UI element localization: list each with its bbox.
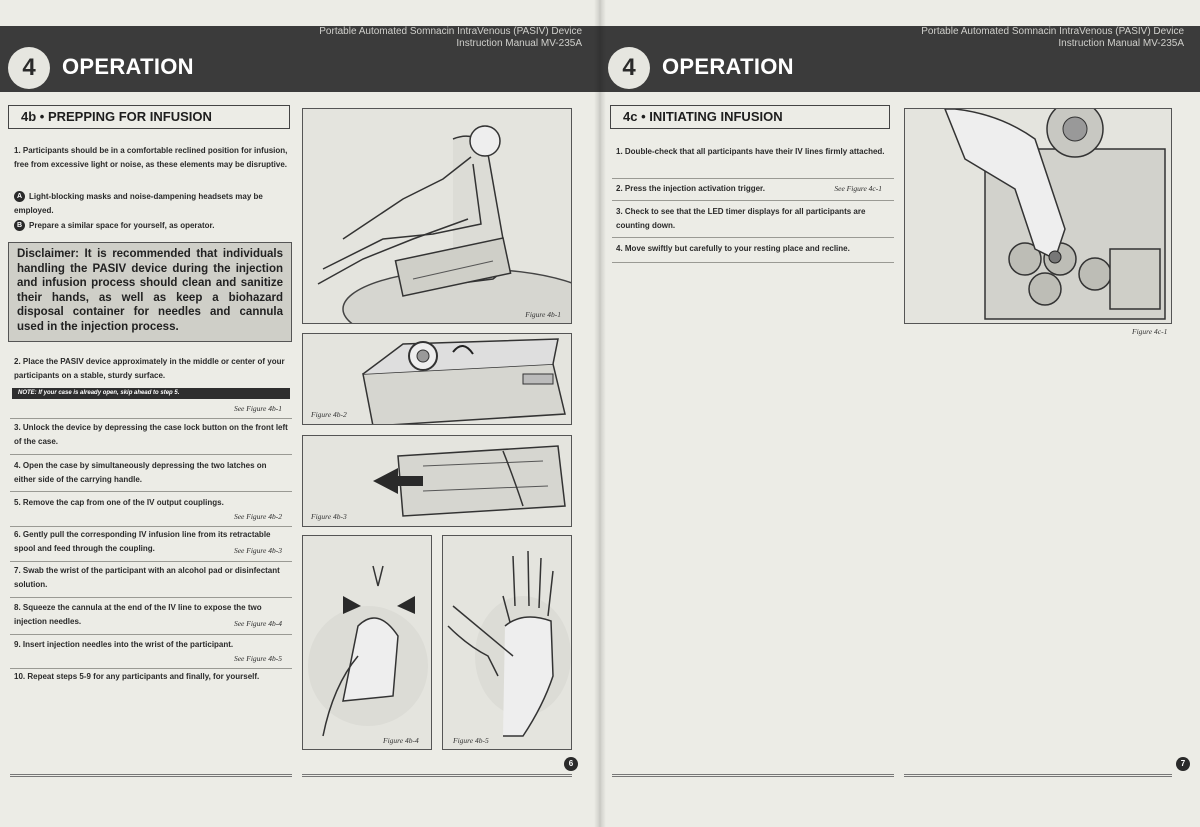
- page-number-6: 6: [564, 757, 578, 771]
- footer-rule: [302, 774, 572, 777]
- step-1: 1. Participants should be in a comfortab…: [14, 146, 288, 169]
- arrow-right-icon: [343, 596, 361, 614]
- wrist-injection-illustration: [447, 550, 571, 737]
- divider: [10, 454, 292, 455]
- section-title-4c: 4c • INITIATING INFUSION: [610, 105, 890, 129]
- divider: [10, 526, 292, 527]
- step-10: 10. Repeat steps 5-9 for any participant…: [14, 672, 260, 681]
- divider: [10, 561, 292, 562]
- figure-4b-1: Figure 4b-1: [302, 108, 572, 324]
- activation-trigger-illustration: [944, 109, 1166, 320]
- figure-4b-2-caption: Figure 4b-2: [311, 410, 347, 419]
- figure-4c-1-caption: Figure 4c-1: [1132, 327, 1168, 336]
- step-7: 7. Swab the wrist of the participant wit…: [14, 566, 280, 589]
- step-2: 2. Place the PASIV device approximately …: [14, 357, 285, 380]
- figure-4b-4-caption: Figure 4b-4: [383, 736, 419, 745]
- chapter-number-badge: 4: [608, 47, 650, 89]
- arrow-left-icon: [397, 596, 415, 614]
- divider: [10, 668, 292, 669]
- divider: [612, 200, 894, 201]
- section-title-4b: 4b • PREPPING FOR INFUSION: [8, 105, 290, 129]
- step-3: 3. Unlock the device by depressing the c…: [14, 423, 288, 446]
- case-coupling-illustration: [362, 338, 566, 424]
- running-head-line1: Portable Automated Somnacin IntraVenous …: [319, 26, 582, 37]
- note-bar: NOTE: If your case is already open, skip…: [12, 388, 290, 399]
- badge-a: A: [14, 191, 25, 203]
- cannula-squeeze-illustration: [308, 565, 428, 737]
- figure-4b-5-caption: Figure 4b-5: [453, 736, 489, 745]
- step-1: 1. Double-check that all participants ha…: [616, 147, 885, 156]
- footer-rule: [904, 774, 1172, 777]
- figure-4b-3-caption: Figure 4b-3: [311, 512, 347, 521]
- figure-4b-1-caption: Figure 4b-1: [525, 310, 561, 319]
- divider: [612, 262, 894, 263]
- step-2: 2. Press the injection activation trigge…: [616, 184, 882, 193]
- running-head-line2: Instruction Manual MV-235A: [456, 38, 582, 49]
- step-4: 4. Open the case by simultaneously depre…: [14, 461, 267, 484]
- step-2-ref: See Figure 4b-1: [233, 404, 282, 413]
- reclining-person-illustration: [317, 125, 571, 323]
- disclaimer-box: Disclaimer: It is recommended that indiv…: [8, 242, 292, 342]
- running-head-line1: Portable Automated Somnacin IntraVenous …: [921, 26, 1184, 37]
- divider: [10, 418, 292, 419]
- figure-4b-5: Figure 4b-5: [442, 535, 572, 750]
- step-3: 3. Check to see that the LED timer displ…: [616, 207, 866, 230]
- divider: [612, 237, 894, 238]
- figure-4b-4: Figure 4b-4: [302, 535, 432, 750]
- footer-rule: [10, 774, 292, 777]
- figure-4b-3: Figure 4b-3: [302, 435, 572, 527]
- chapter-title: OPERATION: [62, 54, 194, 79]
- step-4: 4. Move swiftly but carefully to your re…: [616, 244, 850, 253]
- page-number-7: 7: [1176, 757, 1190, 771]
- divider: [10, 634, 292, 635]
- step-9: 9. Insert injection needles into the wri…: [14, 640, 282, 663]
- step-6: 6. Gently pull the corresponding IV infu…: [14, 530, 282, 555]
- chapter-banner: [600, 26, 1200, 92]
- book-gutter: [594, 0, 606, 827]
- step-5: 5. Remove the cap from one of the IV out…: [14, 498, 282, 521]
- footer-rule: [612, 774, 894, 777]
- left-page: 4 OPERATION Portable Automated Somnacin …: [0, 0, 600, 827]
- figure-4c-1: [904, 108, 1172, 324]
- running-head-line2: Instruction Manual MV-235A: [1058, 38, 1184, 49]
- case-line-illustration: [373, 445, 566, 517]
- chapter-banner: [0, 26, 600, 92]
- step-8: 8. Squeeze the cannula at the end of the…: [14, 603, 282, 628]
- figure-4b-2: Figure 4b-2: [302, 333, 572, 425]
- running-head: Portable Automated Somnacin IntraVenous …: [921, 26, 1184, 50]
- divider: [10, 491, 292, 492]
- divider: [612, 178, 894, 179]
- badge-b: B: [14, 220, 25, 232]
- right-page: 4 OPERATION Portable Automated Somnacin …: [600, 0, 1200, 827]
- divider: [10, 597, 292, 598]
- chapter-number-badge: 4: [8, 47, 50, 89]
- chapter-title: OPERATION: [662, 54, 794, 79]
- running-head: Portable Automated Somnacin IntraVenous …: [319, 26, 582, 50]
- arrow-left-icon: [373, 468, 423, 494]
